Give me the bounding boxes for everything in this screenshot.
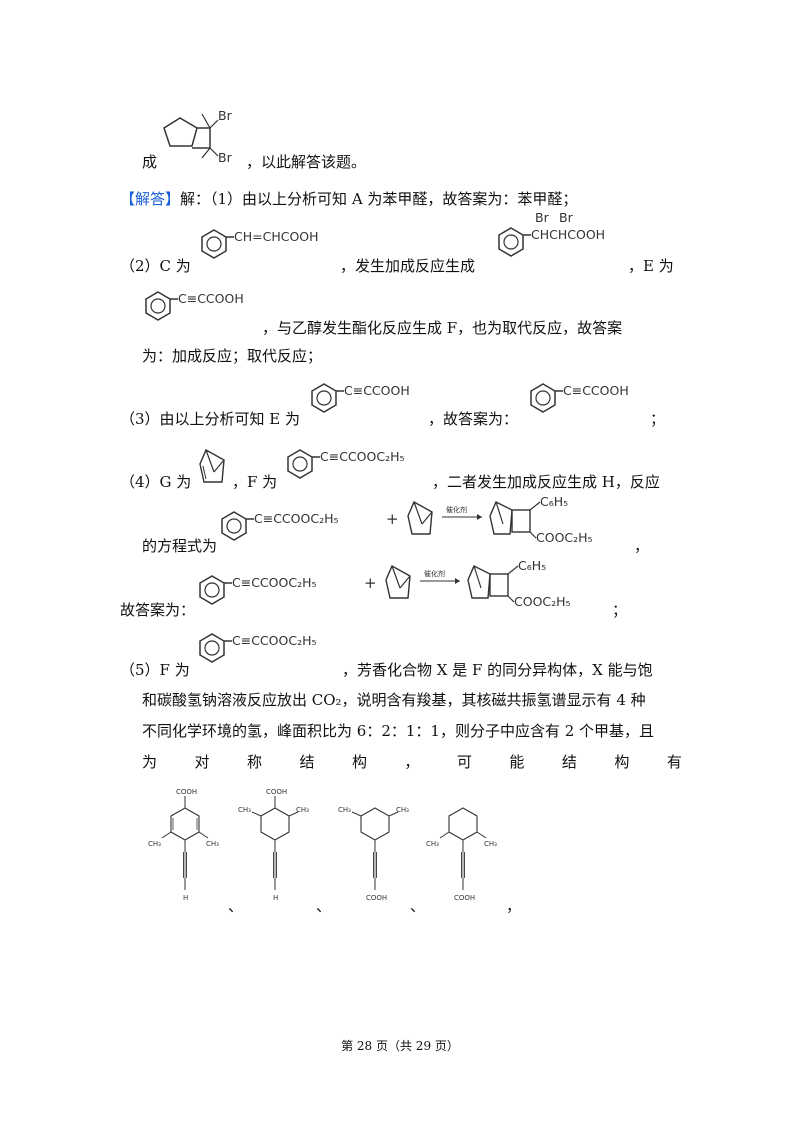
- text-line: ，故答案为：: [428, 410, 519, 428]
- text-char: 能: [509, 753, 525, 771]
- text-char: 结: [299, 753, 315, 771]
- ethyl-phenylpropiolate-structure: C≡CCOOC₂H₅: [287, 449, 405, 479]
- cooh-label: COOH: [454, 894, 475, 902]
- text-line: 成: [142, 153, 158, 171]
- phenyl-label: C₆H₅: [540, 494, 568, 509]
- text-line: （4）G 为: [120, 473, 192, 491]
- phenylpropiolic-acid-structure: C≡CCOOH: [311, 383, 410, 413]
- ch3-label: CH₃: [238, 806, 251, 814]
- br-label: Br: [218, 150, 233, 165]
- text-line: ，与乙醇发生酯化反应生成 F，也为取代反应，故答案: [262, 319, 623, 337]
- formula-label: CHCHCOOH: [531, 227, 605, 242]
- text-line: 和碳酸氢钠溶液反应放出 CO₂，说明含有羧基，其核磁共振氢谱显示有 4 种: [142, 691, 646, 709]
- formula-label: C≡CCOOC₂H₅: [320, 449, 405, 464]
- ester-group-label: COOC₂H₅: [536, 530, 593, 545]
- phenyl-label: C₆H₅: [518, 558, 546, 573]
- text-line: ，发生加成反应生成: [340, 257, 476, 275]
- plus-sign: +: [364, 574, 377, 592]
- phenylpropiolic-acid-structure: C≡CCOOH: [530, 383, 629, 413]
- dibromo-acid-structure: Br Br CHCHCOOH: [498, 210, 605, 257]
- text-char: ，: [404, 753, 420, 771]
- cinnamic-acid-structure: CH=CHCOOH: [201, 229, 319, 259]
- separator: ，: [506, 897, 522, 915]
- text-line: ，: [634, 537, 650, 555]
- text-char: 有: [666, 753, 682, 771]
- isomer-structure-3: CH₃ CH₃ COOH: [338, 806, 409, 902]
- text-char: 构: [351, 753, 367, 771]
- catalyst-label: 催化剂: [446, 505, 467, 514]
- formula-label: C≡CCOOH: [344, 383, 410, 398]
- text-line: （3）由以上分析可知 E 为: [120, 410, 301, 428]
- ester-group-label: COOC₂H₅: [514, 594, 571, 609]
- formula-label: CH=CHCOOH: [234, 229, 319, 244]
- ch3-label: CH₃: [338, 806, 351, 814]
- ch3-label: CH₃: [148, 840, 161, 848]
- cooh-label: COOH: [266, 788, 287, 796]
- norbornadiene-structure: [199, 449, 225, 483]
- separator: 、: [316, 897, 332, 915]
- text-line: ，以此解答该题。: [246, 153, 367, 171]
- isomer-structure-2: COOH CH₃ CH₃ H: [238, 788, 309, 902]
- isomer-structure-4: CH₃ CH₃ COOH: [426, 807, 497, 902]
- phenylpropiolic-acid-structure: C≡CCOOH: [145, 291, 244, 321]
- cooh-label: COOH: [176, 788, 197, 796]
- text-line: （2）C 为: [120, 257, 191, 275]
- text-line: 不同化学环境的氢，峰面积比为 6：2：1：1，则分子中应含有 2 个甲基，且: [142, 722, 655, 740]
- text-char: 称: [246, 753, 262, 771]
- text-line: 解：（1）由以上分析可知 A 为苯甲醛，故答案为：苯甲醛；: [180, 190, 578, 208]
- text-char: 为: [142, 753, 158, 771]
- ch3-label: CH₃: [206, 840, 219, 848]
- text-char: 可: [456, 753, 472, 771]
- justified-line: 为 对 称 结 构 ， 可 能 结 构 有: [142, 752, 682, 772]
- separator: 、: [410, 897, 426, 915]
- ch3-label: CH₃: [296, 806, 309, 814]
- formula-label: C≡CCOOC₂H₅: [232, 575, 317, 590]
- ch3-label: CH₃: [426, 840, 439, 848]
- text-char: 构: [614, 753, 630, 771]
- h-label: H: [273, 894, 278, 902]
- text-char: 结: [561, 753, 577, 771]
- formula-label: C≡CCOOH: [178, 291, 244, 306]
- formula-label: C≡CCOOC₂H₅: [254, 511, 339, 526]
- cooh-label: COOH: [366, 894, 387, 902]
- catalyst-label: 催化剂: [424, 569, 445, 578]
- text-line: 的方程式为: [142, 537, 218, 555]
- page-footer: 第 28 页（共 29 页）: [341, 1039, 459, 1053]
- reaction-equation: C≡CCOOC₂H₅ + 催化剂 C₆H₅ COOC₂H₅: [199, 558, 571, 609]
- text-line: 为：加成反应；取代反应；: [142, 347, 323, 365]
- br-label: Br: [535, 210, 550, 225]
- dibromo-bicyclic-structure: Br Br: [163, 108, 233, 165]
- ethyl-phenylpropiolate-structure: C≡CCOOC₂H₅: [199, 633, 317, 663]
- br-label: Br: [559, 210, 574, 225]
- h-label: H: [183, 894, 188, 902]
- text-line: ，F 为: [232, 473, 278, 491]
- formula-label: C≡CCOOH: [563, 383, 629, 398]
- reaction-equation: C≡CCOOC₂H₅ + 催化剂 C₆H₅ COOC₂H₅: [221, 494, 593, 545]
- answer-tag: 【解答】: [120, 190, 181, 208]
- ch3-label: CH₃: [484, 840, 497, 848]
- text-line: （5）F 为: [120, 661, 190, 679]
- br-label: Br: [218, 108, 233, 123]
- text-char: 对: [194, 753, 210, 771]
- text-line: ；: [650, 410, 666, 428]
- formula-label: C≡CCOOC₂H₅: [232, 633, 317, 648]
- isomer-structure-1: COOH CH₃ CH₃ H: [148, 788, 219, 902]
- separator: 、: [228, 897, 244, 915]
- text-line: ，E 为: [628, 257, 674, 275]
- ch3-label: CH₃: [396, 806, 409, 814]
- plus-sign: +: [386, 510, 399, 528]
- text-line: ；: [612, 601, 628, 619]
- text-line: 故答案为：: [120, 601, 196, 619]
- text-line: ，芳香化合物 X 是 F 的同分异构体，X 能与饱: [342, 661, 653, 679]
- text-line: ，二者发生加成反应生成 H，反应: [432, 473, 660, 491]
